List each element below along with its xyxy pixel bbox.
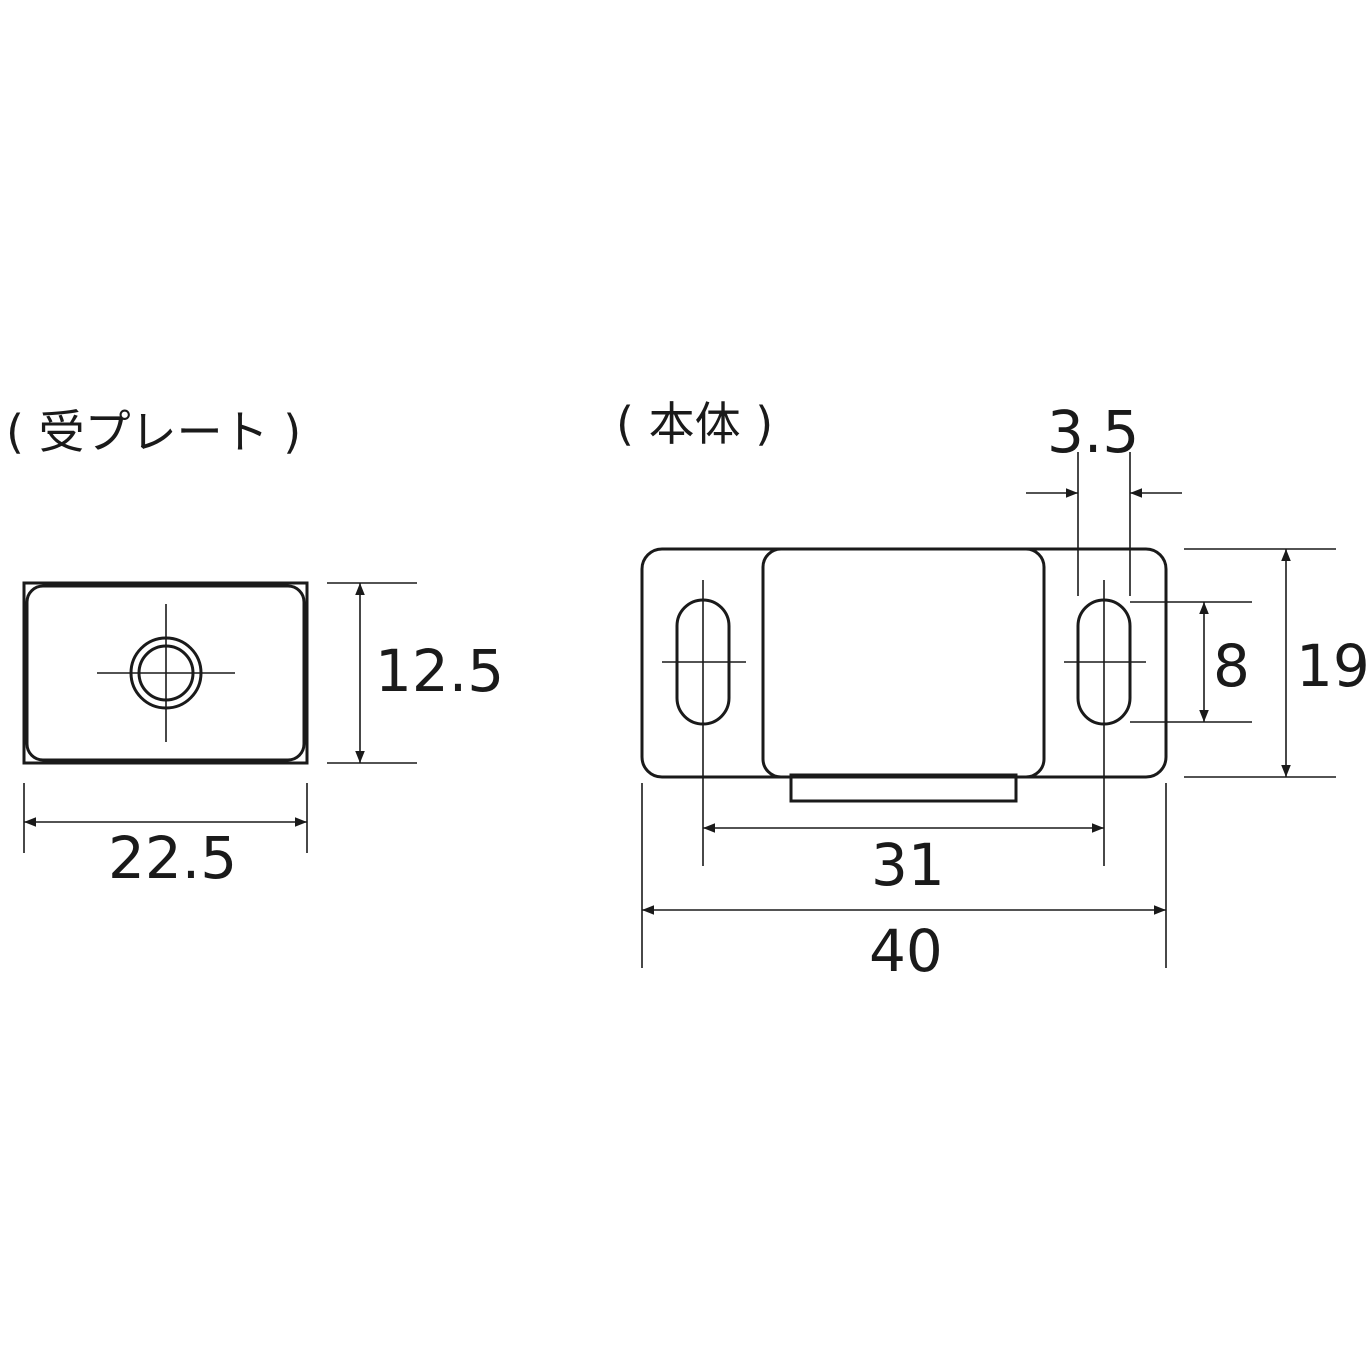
main-body-magnet-housing [761,547,1046,803]
main-body-view: ( 本体 ) 3.5 [616,397,1368,985]
slot-width-label: 3.5 [1047,398,1139,466]
main-body-title: ( 本体 ) [616,397,773,451]
left-mounting-slot [662,580,746,866]
right-mounting-slot [1064,580,1146,866]
receiver-plate-view: ( 受プレート ) 12.5 22.5 [6,405,504,892]
body-width-label: 40 [869,917,943,985]
slot-width-dimension: 3.5 [1026,398,1182,596]
receiver-plate-width-dimension: 22.5 [23,783,308,892]
hole-pitch-dimension: 31 [703,823,1104,899]
body-height-dimension: 19 [1184,548,1368,778]
slot-length-dimension: 8 [1130,601,1252,723]
hole-pitch-label: 31 [871,831,945,899]
receiver-plate-height-label: 12.5 [375,637,504,705]
receiver-plate-height-dimension: 12.5 [327,582,504,764]
receiver-plate-width-label: 22.5 [108,824,237,892]
body-width-dimension: 40 [641,783,1167,985]
slot-length-label: 8 [1213,632,1250,700]
receiver-plate-center-hole [97,604,235,742]
main-body-base-plate [640,547,1168,779]
receiver-plate-title: ( 受プレート ) [6,405,301,459]
receiver-plate-body [22,581,309,765]
body-height-label: 19 [1296,632,1368,700]
